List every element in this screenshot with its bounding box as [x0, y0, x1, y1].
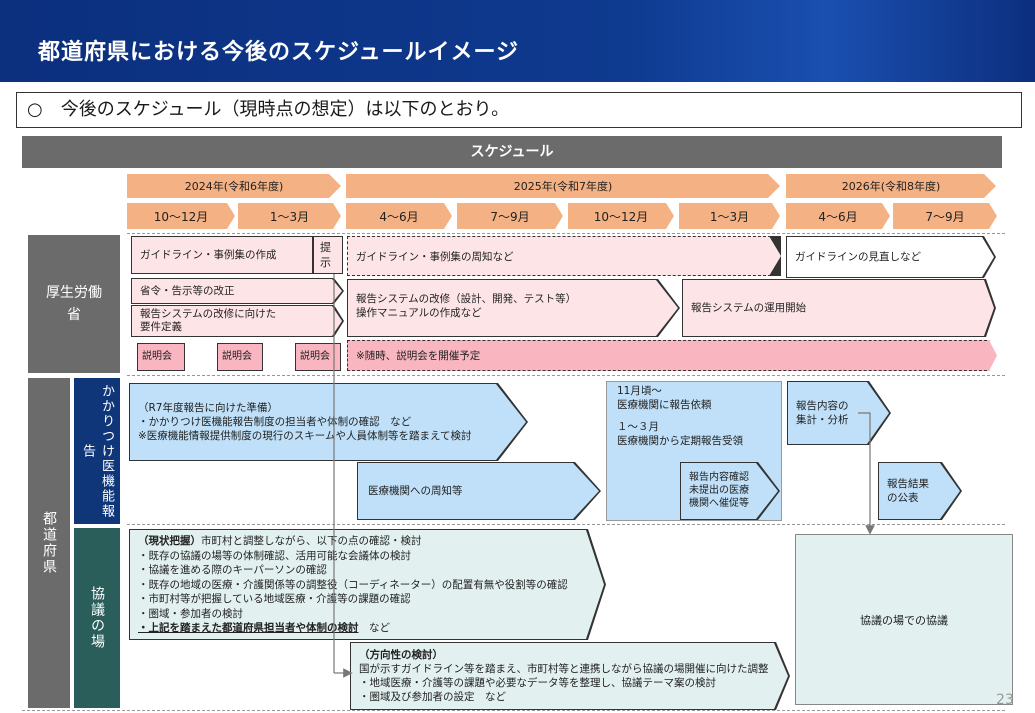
briefing-box: 説明会 [137, 343, 185, 371]
header-banner [0, 0, 1035, 82]
row-divider [22, 710, 1005, 711]
guideline-notice-arrow: ガイドライン・事例集の周知など [347, 236, 781, 276]
quarter-chevron: 1～3月 [679, 203, 780, 229]
ordinance-arrow: 省令・告示等の改正 [132, 279, 342, 303]
direction-arrow: （方向性の検討） 国が示すガイドライン等を踏まえ、市町村等と連携しながら協議の場… [351, 643, 788, 709]
year-2025: 2025年(令和7年度) [346, 174, 780, 198]
confirm-arrow: 報告内容確認未提出の医療機関へ催促等 [681, 463, 778, 519]
schedule-header: スケジュール [22, 136, 1002, 168]
connector-line [858, 412, 875, 535]
report-request-box: 11月頃～ 医療機関に報告依頼 １～３月 医療機関から定期報告受領 [606, 381, 782, 521]
year-2024: 2024年(令和6年度) [127, 174, 341, 198]
quarter-chevron: 7～9月 [893, 203, 997, 229]
row-label-mhlw: 厚生労働省 [28, 235, 120, 373]
row-label-kakaritsuke: かかりつけ医機能報告 [74, 378, 120, 524]
system-start-arrow: 報告システムの運用開始 [683, 280, 994, 336]
briefing-box: 説明会 [217, 343, 263, 371]
quarter-chevron: 7～9月 [457, 203, 563, 229]
row-divider [127, 524, 1005, 525]
quarter-chevron: 10～12月 [568, 203, 674, 229]
teiji-box: 提示 [313, 236, 343, 274]
prep-arrow: （R7年度報告に向けた準備）・かかりつけ医機能報告制度の担当者や体制の確認 など… [130, 384, 526, 460]
system-dev-arrow: 報告システムの改修（設計、開発、テスト等）操作マニュアルの作成など [348, 280, 678, 336]
meeting-box: 協議の場での協議 [795, 534, 1013, 705]
publish-arrow: 報告結果の公表 [879, 463, 960, 519]
quarter-chevron: 1～3月 [238, 203, 341, 229]
intro-text: ○ 今後のスケジュール（現時点の想定）は以下のとおり。 [16, 92, 1022, 128]
requirements-arrow: 報告システムの改修に向けた要件定義 [132, 306, 342, 336]
row-divider [127, 375, 1005, 376]
guideline-create-box: ガイドライン・事例集の作成 [131, 236, 313, 274]
briefing-box: 説明会 [295, 343, 341, 371]
aggregate-arrow: 報告内容の集計・分析 [788, 382, 889, 444]
page-title: 都道府県における今後のスケジュールイメージ [38, 40, 520, 65]
row-label-kyogi: 協議の場 [74, 528, 120, 708]
notify-arrow: 医療機関への周知等 [358, 463, 599, 519]
year-2026: 2026年(令和8年度) [786, 174, 996, 198]
page-number: 23 [996, 692, 1014, 708]
guideline-review-arrow: ガイドラインの見直しなど [787, 237, 994, 277]
briefing-note-arrow: ※随時、説明会を開催予定 [347, 340, 997, 371]
status-arrow: （現状把握）市町村と調整しながら、以下の点の確認・検討 ・既存の協議の場等の体制… [130, 530, 604, 639]
quarter-chevron: 4～6月 [346, 203, 452, 229]
quarter-chevron: 10～12月 [127, 203, 235, 229]
row-label-prefecture: 都道府県 [28, 378, 70, 708]
quarter-chevron: 4～6月 [786, 203, 890, 229]
row-divider [127, 233, 1005, 234]
